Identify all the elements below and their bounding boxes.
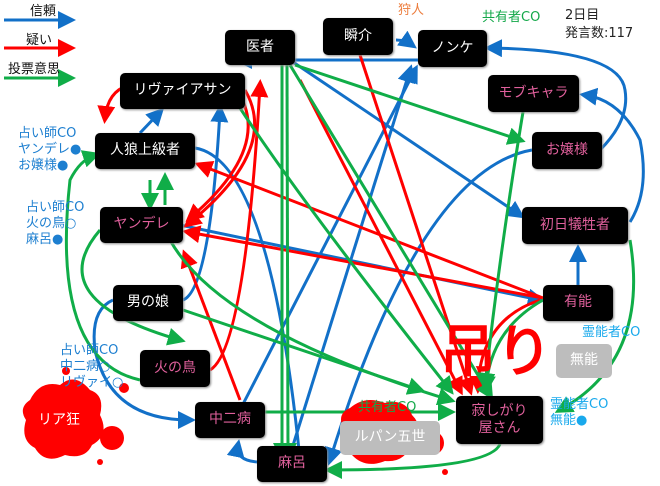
node-sabishigari-line1: 寂しがり <box>471 402 528 419</box>
vote-arrow <box>294 63 526 145</box>
legend-trust-label: 信頼 <box>30 4 57 19</box>
vote-arrow <box>64 150 141 382</box>
node-otokonoko[interactable]: 男の娘 <box>113 285 183 321</box>
node-yandere[interactable]: ヤンデレ <box>100 207 183 243</box>
node-sabishigari[interactable]: 寂しがり 屋さん <box>456 396 543 444</box>
node-nonke[interactable]: ノンケ <box>418 30 487 67</box>
seer-co-2: 占い師CO 火の鳥○ 麻呂● <box>26 200 84 248</box>
vote-arrow <box>278 64 297 461</box>
medium-co-1: 霊能者CO <box>582 325 641 340</box>
sharer-co-top: 共有者CO <box>482 10 541 25</box>
trust-arrow <box>324 148 533 466</box>
trust-arrow <box>484 39 628 152</box>
doubt-arrow <box>185 94 250 222</box>
node-hinotori[interactable]: 火の鳥 <box>140 350 210 387</box>
doubt-arrow <box>180 249 242 401</box>
trust-arrow <box>238 64 418 411</box>
blood-splat-riakyou <box>22 367 129 465</box>
node-riakyou[interactable]: リア狂 <box>38 412 80 428</box>
vote-arrow <box>477 298 544 394</box>
seer-co-2-title: 占い師CO <box>26 200 85 215</box>
doubt-arrow <box>209 79 269 372</box>
legend-doubt-label: 疑い <box>26 33 53 48</box>
node-jinro[interactable]: 人狼上級者 <box>95 133 195 169</box>
seer-co-1-result-1: ヤンデレ● <box>18 142 82 157</box>
trust-arrow <box>182 104 229 302</box>
hanged-mark: 吊り <box>440 320 552 385</box>
doubt-arrow <box>298 79 463 396</box>
trust-arrow <box>289 58 525 219</box>
hunter-annotation: 狩人 <box>398 3 425 18</box>
node-shunsuke[interactable]: 瞬介 <box>323 18 393 55</box>
seer-co-1-result-2: お嬢様● <box>18 158 69 173</box>
node-maro[interactable]: 麻呂 <box>257 446 327 482</box>
trust-arrow <box>579 87 645 223</box>
node-lupin[interactable]: ルパン五世 <box>340 421 440 455</box>
node-yuunou[interactable]: 有能 <box>543 285 613 321</box>
node-leviathan[interactable]: リヴァイアサン <box>120 73 245 109</box>
medium-co-2-title: 霊能者CO <box>550 397 609 412</box>
vote-arrow <box>288 64 494 401</box>
trust-arrow <box>395 30 417 49</box>
vote-arrow <box>477 111 525 391</box>
vote-arrow <box>238 107 454 395</box>
legend-vote-label: 投票意思 <box>8 62 61 77</box>
seer-co-3-result-1: 中二病○ <box>60 359 111 374</box>
doubt-arrow <box>183 89 257 228</box>
medium-co-2: 霊能者CO 無能● <box>550 397 608 429</box>
trust-arrow <box>194 146 308 466</box>
node-shonichi[interactable]: 初日犠牲者 <box>522 207 628 244</box>
seer-co-3-result-2: リヴァイ○ <box>60 375 124 390</box>
vote-arrow <box>324 443 502 479</box>
trust-arrow <box>226 439 258 464</box>
sharer-co-bottom: 共有者CO <box>358 400 417 415</box>
day-label: 2日目 <box>565 8 600 23</box>
seer-co-1: 占い師CO ヤンデレ● お嬢様● <box>18 126 81 174</box>
post-count: 発言数:117 <box>565 26 634 41</box>
seer-co-3-title: 占い師CO <box>60 343 119 358</box>
doubt-arrow <box>182 225 544 300</box>
doubt-arrow <box>194 160 544 300</box>
trust-arrow <box>138 107 165 135</box>
node-munou[interactable]: 無能 <box>556 344 612 378</box>
node-mobchara[interactable]: モブキャラ <box>488 75 579 112</box>
vote-arrow <box>80 229 186 346</box>
seer-co-1-title: 占い師CO <box>18 126 77 141</box>
node-sabishigari-line2: 屋さん <box>478 420 521 436</box>
seer-co-3: 占い師CO 中二病○ リヴァイ○ <box>60 343 123 391</box>
seer-co-2-result-2: 麻呂● <box>26 232 64 247</box>
node-chuunibyou[interactable]: 中二病 <box>195 402 265 438</box>
medium-co-2-result: 無能● <box>550 413 588 428</box>
node-isha[interactable]: 医者 <box>225 30 295 65</box>
node-ojousama[interactable]: お嬢様 <box>532 132 602 169</box>
vote-arrow <box>168 239 456 406</box>
vote-arrow <box>554 239 636 413</box>
seer-co-2-result-1: 火の鳥○ <box>26 216 77 231</box>
trust-arrow <box>92 298 196 429</box>
